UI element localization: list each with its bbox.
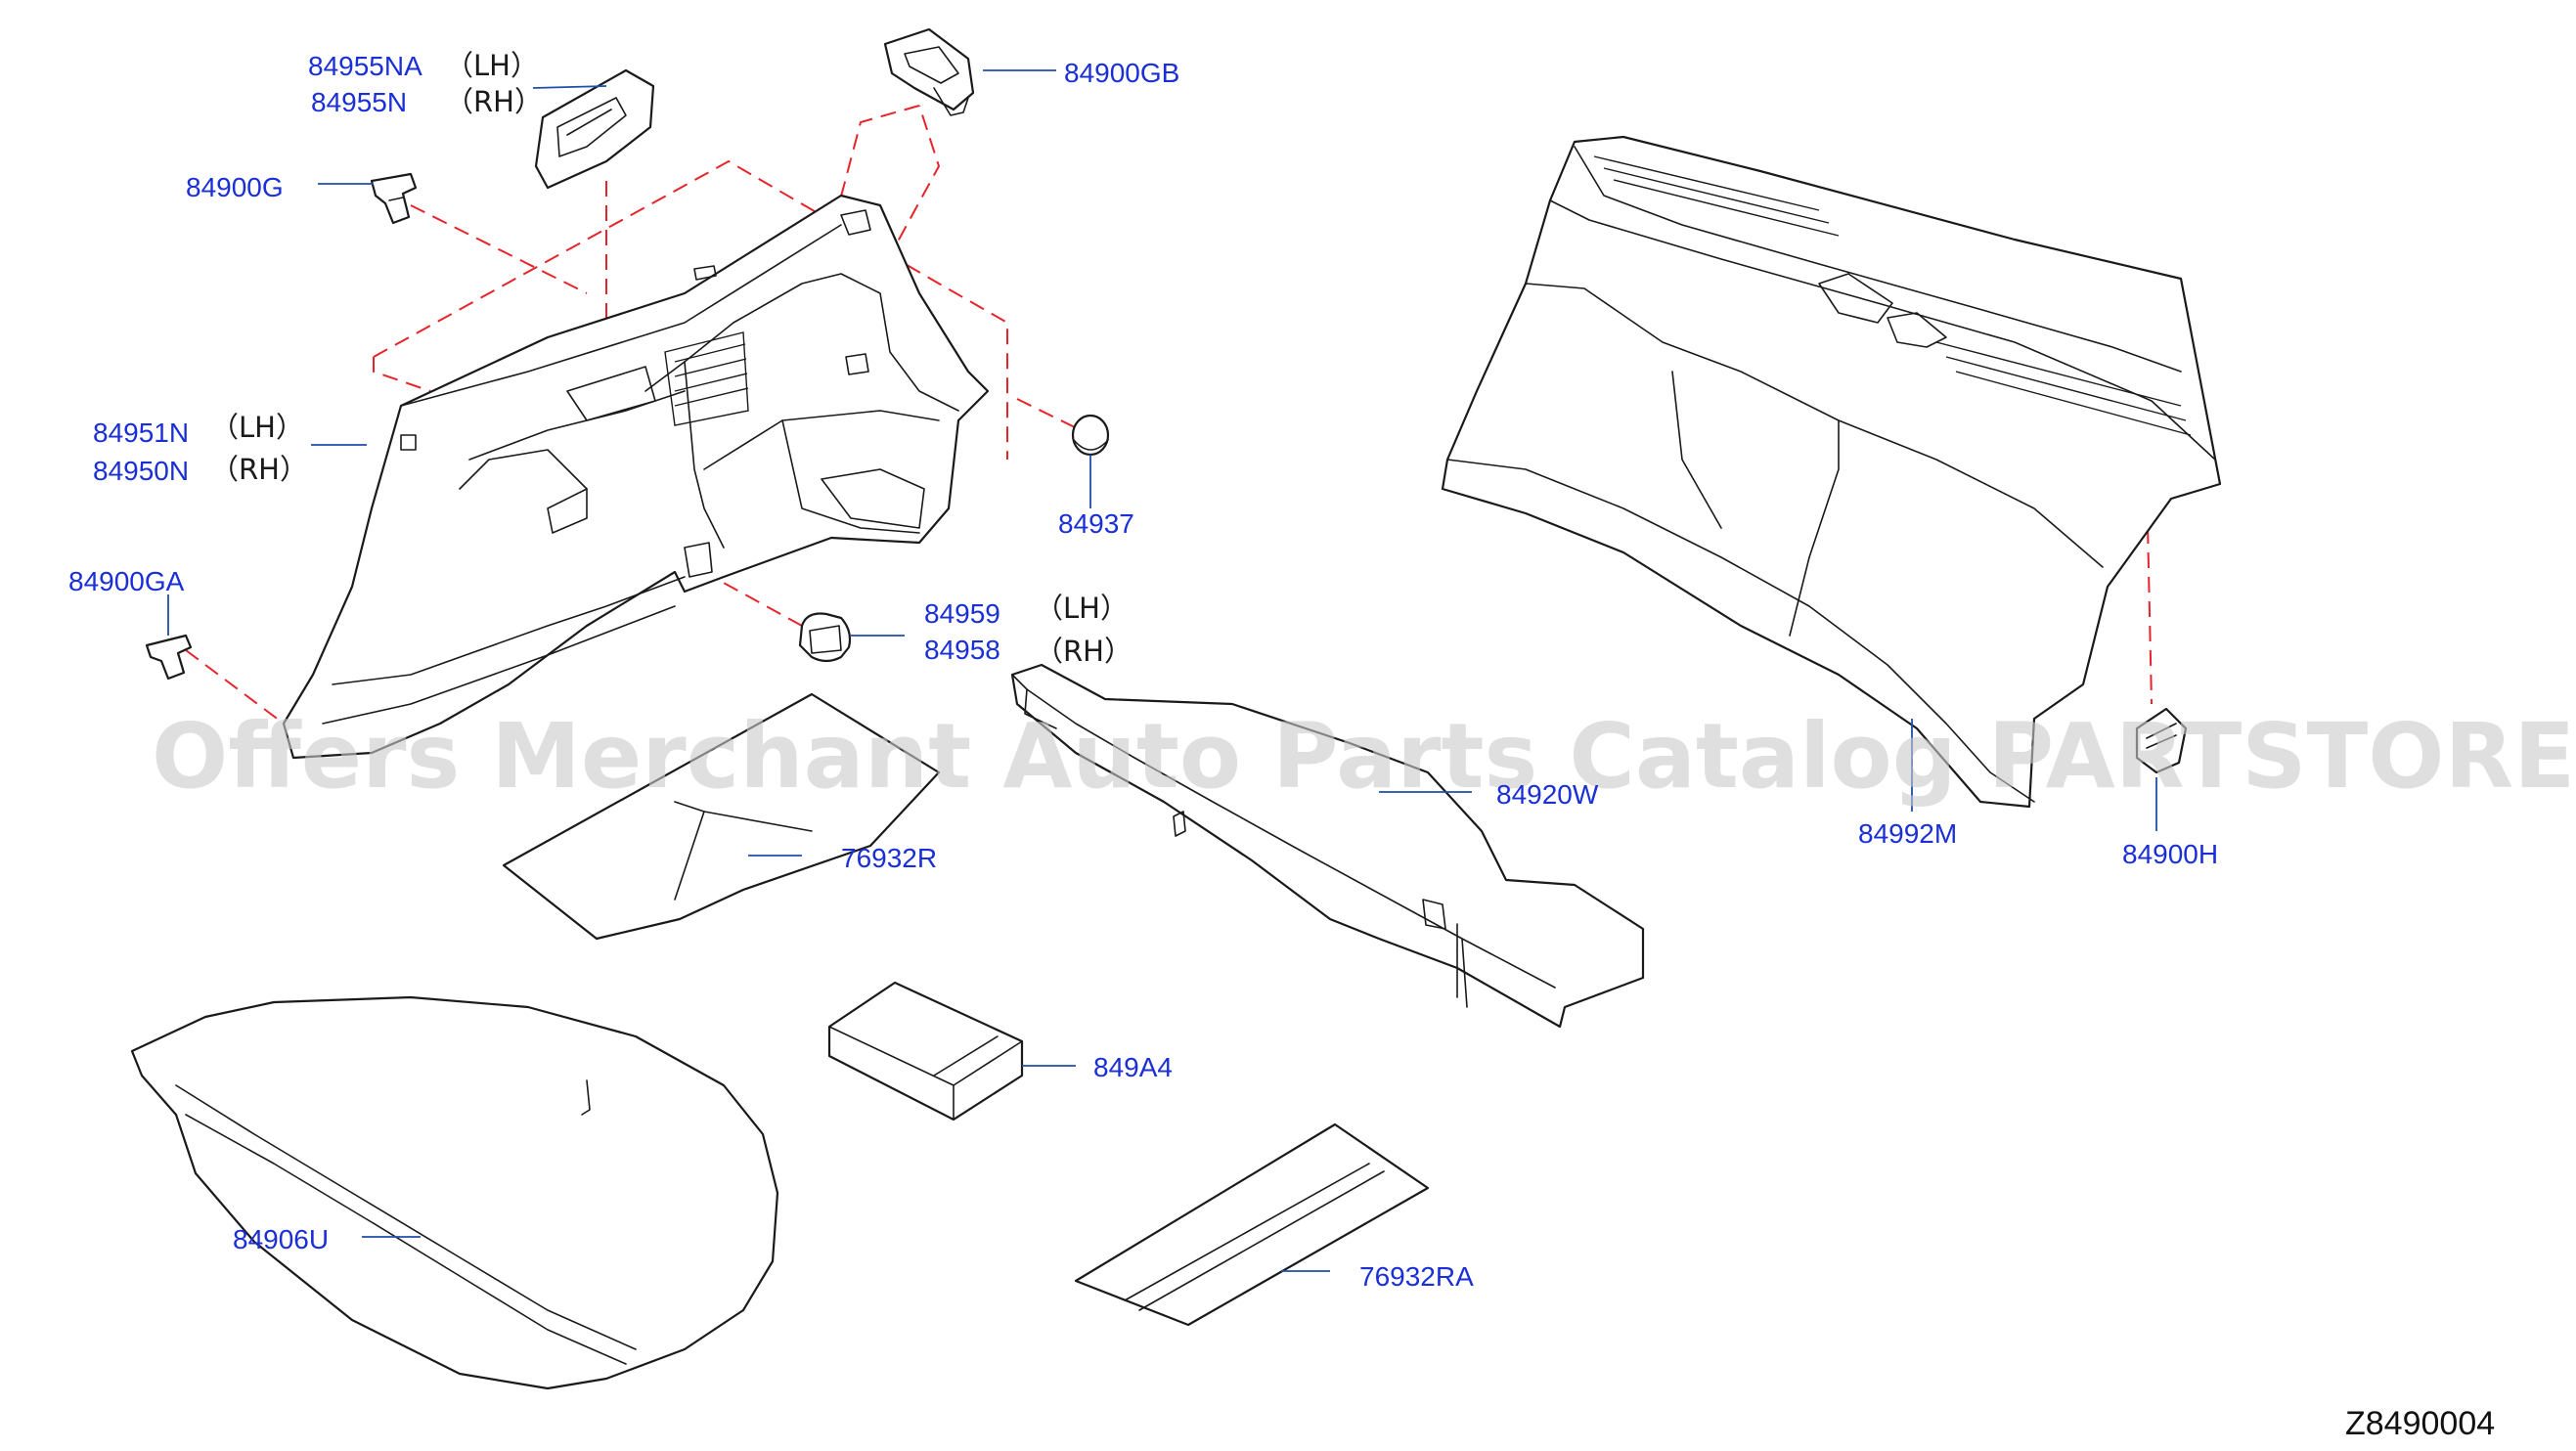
- leader-lines: [167, 69, 2157, 1272]
- part-84992M-rear-panel[interactable]: [1441, 135, 2222, 809]
- label-849A4[interactable]: 849A4: [1093, 1052, 1173, 1082]
- part-84906U-cargo-cover[interactable]: [130, 995, 779, 1390]
- label-84906U[interactable]: 84906U: [233, 1224, 329, 1254]
- label-84937[interactable]: 84937: [1058, 508, 1134, 539]
- label-76932RA[interactable]: 76932RA: [1359, 1261, 1474, 1292]
- label-84950N[interactable]: 84950N: [93, 456, 189, 486]
- label-84951N[interactable]: 84951N: [93, 418, 189, 448]
- part-84950N-side-trim[interactable]: [282, 194, 990, 760]
- part-labels: 84955NA （LH） 84955N （RH） 84900GB 84900G …: [68, 49, 2218, 1292]
- part-84920W-floor-trim[interactable]: [1010, 663, 1645, 1029]
- label-84920W[interactable]: 84920W: [1496, 779, 1599, 810]
- part-84937-grommet[interactable]: [1071, 414, 1110, 457]
- label-84900H[interactable]: 84900H: [2122, 839, 2218, 869]
- label-84900GA[interactable]: 84900GA: [68, 566, 185, 596]
- part-84900GA-clip[interactable]: [145, 634, 193, 681]
- part-849A4-block[interactable]: [827, 981, 1024, 1121]
- label-84900GB[interactable]: 84900GB: [1064, 58, 1179, 88]
- label-side-rh-84950N: （RH）: [210, 453, 308, 486]
- label-side-rh-84958: （RH）: [1035, 635, 1133, 668]
- label-84959[interactable]: 84959: [924, 598, 1000, 629]
- label-84992M[interactable]: 84992M: [1858, 818, 1957, 849]
- label-side-lh-84959: （LH）: [1035, 592, 1129, 625]
- label-76932R[interactable]: 76932R: [841, 843, 937, 873]
- part-84900G-clip[interactable]: [370, 172, 418, 225]
- part-84958-cover[interactable]: [798, 612, 852, 663]
- part-76932R-sheet[interactable]: [502, 692, 941, 941]
- watermark-text: Offers Merchant Auto Parts Catalog PARTS…: [152, 704, 2576, 809]
- label-84958[interactable]: 84958: [924, 635, 1000, 665]
- part-84900H-clip[interactable]: [2135, 707, 2188, 774]
- part-76932RA-sheet[interactable]: [1074, 1122, 1430, 1327]
- diagram-code: Z8490004: [2345, 1405, 2495, 1442]
- label-84955NA[interactable]: 84955NA: [308, 51, 422, 81]
- part-84955-cover[interactable]: [534, 68, 655, 190]
- label-side-lh-84951N: （LH）: [210, 411, 304, 444]
- label-84955N[interactable]: 84955N: [311, 87, 407, 117]
- label-side-lh-84955NA: （LH）: [445, 49, 539, 82]
- label-side-rh-84955N: （RH）: [445, 85, 543, 118]
- label-84900G[interactable]: 84900G: [186, 172, 284, 202]
- part-84900GB-clip[interactable]: [883, 27, 975, 116]
